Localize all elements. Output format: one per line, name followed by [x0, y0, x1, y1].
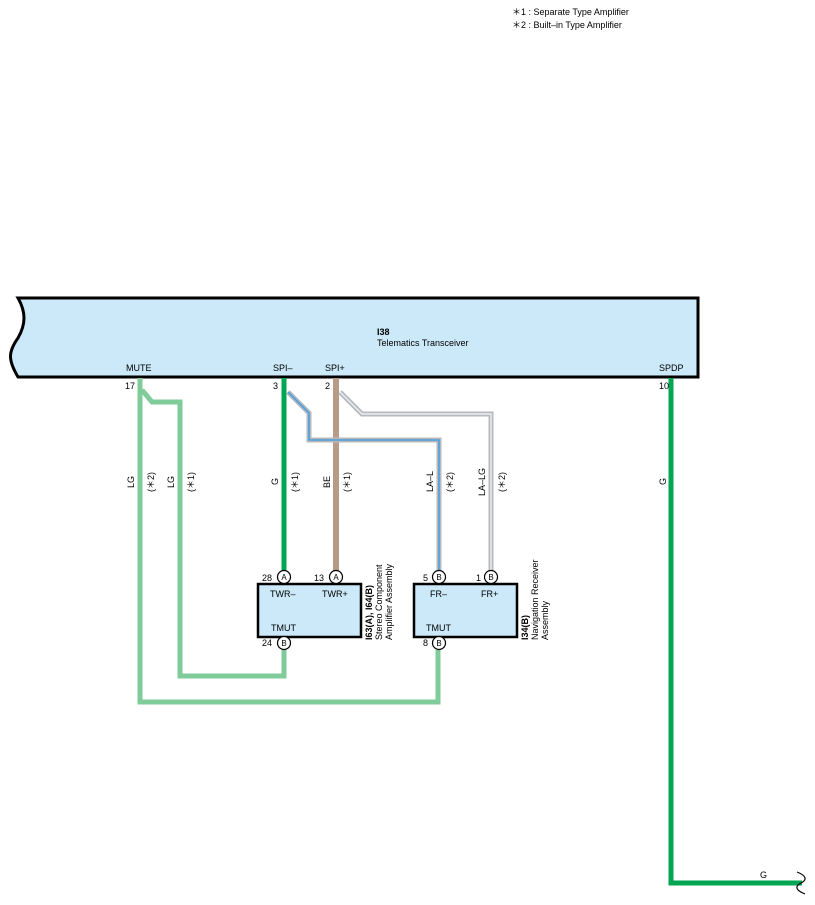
connector-b-marker — [431, 569, 447, 585]
wire-la-lg — [338, 390, 494, 571]
wire-label-lg-amp: LG — [166, 475, 176, 488]
wire-lg-mute-amplifier — [140, 388, 287, 679]
pin-spdp-number: 10 — [659, 381, 669, 391]
connector-b-letter: B — [488, 573, 493, 582]
amp-pin-24-number: 24 — [262, 638, 272, 648]
wire-note-la-l: (＊2) — [445, 472, 455, 492]
rcv-pin-5-number: 5 — [423, 573, 428, 583]
rcv-pin-fr-minus-label: FR– — [430, 589, 447, 599]
receiver-box — [412, 582, 519, 639]
note-separate-amplifier: ＊1 : Separate Type Amplifier — [512, 7, 629, 17]
rcv-pin-1-number: 1 — [476, 573, 481, 583]
pin-spdp-label: SPDP — [659, 363, 684, 373]
connector-b-marker — [483, 569, 499, 585]
rcv-pin-8-number: 8 — [423, 638, 428, 648]
amp-pin-tmut-label: TMUT — [271, 623, 296, 633]
receiver-code: I34(B) — [520, 614, 530, 640]
amp-pin-twr-plus-label: TWR+ — [322, 589, 348, 599]
wire-la-l — [286, 390, 442, 571]
transceiver-name: Telematics Transceiver — [377, 338, 469, 348]
connector-a-letter: A — [281, 573, 287, 582]
wire-note-lg-amp: (＊1) — [186, 472, 196, 492]
receiver-name-line1: Navigation Receiver — [530, 559, 540, 640]
wire-lg-mute-receiver — [137, 378, 441, 705]
rcv-pin-fr-plus-label: FR+ — [481, 589, 498, 599]
wire-label-la-lg: LA–LG — [477, 467, 487, 496]
connector-b-letter: B — [281, 639, 286, 648]
pin-spi-plus-label: SPI+ — [325, 363, 345, 373]
pin-spi-minus-number: 3 — [273, 381, 278, 391]
wire-g-spdp — [668, 378, 802, 886]
wire-label-lg-mute: LG — [126, 475, 136, 488]
wire-label-g-spi-minus: G — [270, 477, 280, 485]
amplifier-code: I63(A), I64(B) — [364, 584, 374, 640]
connector-b-marker — [276, 635, 292, 651]
amplifier-name-line1: Stereo Component — [374, 564, 384, 640]
receiver-name-line2: Assembly — [540, 600, 550, 640]
pin-spi-plus-number: 2 — [325, 381, 330, 391]
wire-note-be: (＊1) — [342, 472, 352, 492]
wire-label-la-l: LA–L — [425, 470, 435, 492]
wire-note-g-spi-minus: (＊1) — [290, 472, 300, 492]
wire-label-be: BE — [322, 475, 332, 488]
transceiver-body — [9, 296, 700, 379]
amp-pin-28-number: 28 — [262, 573, 272, 583]
connector-b-letter: B — [436, 639, 441, 648]
amplifier-box — [256, 582, 363, 639]
connector-a-marker — [276, 569, 292, 585]
amplifier-name-line2: Amplifier Assembly — [384, 563, 394, 640]
rcv-pin-tmut-label: TMUT — [426, 623, 451, 633]
pin-spi-minus-label: SPI– — [273, 363, 293, 373]
amp-pin-13-number: 13 — [314, 573, 324, 583]
wire-label-g-spdp: G — [658, 477, 668, 485]
pin-mute-label: MUTE — [126, 363, 152, 373]
wire-note-lg-mute: (＊2) — [146, 472, 156, 492]
amp-pin-twr-minus-label: TWR– — [270, 589, 296, 599]
wire-note-la-lg: (＊2) — [497, 472, 507, 492]
connector-a-marker — [328, 569, 344, 585]
connector-b-marker — [431, 635, 447, 651]
connector-b-letter: B — [436, 573, 441, 582]
transceiver-code: I38 — [377, 327, 390, 337]
wire-break-mark — [796, 871, 806, 895]
note-builtin-amplifier: ＊2 : Built–in Type Amplifier — [512, 20, 622, 30]
pin-mute-number: 17 — [125, 381, 135, 391]
connector-a-letter: A — [333, 573, 339, 582]
bottom-wire-color: G — [760, 870, 767, 880]
